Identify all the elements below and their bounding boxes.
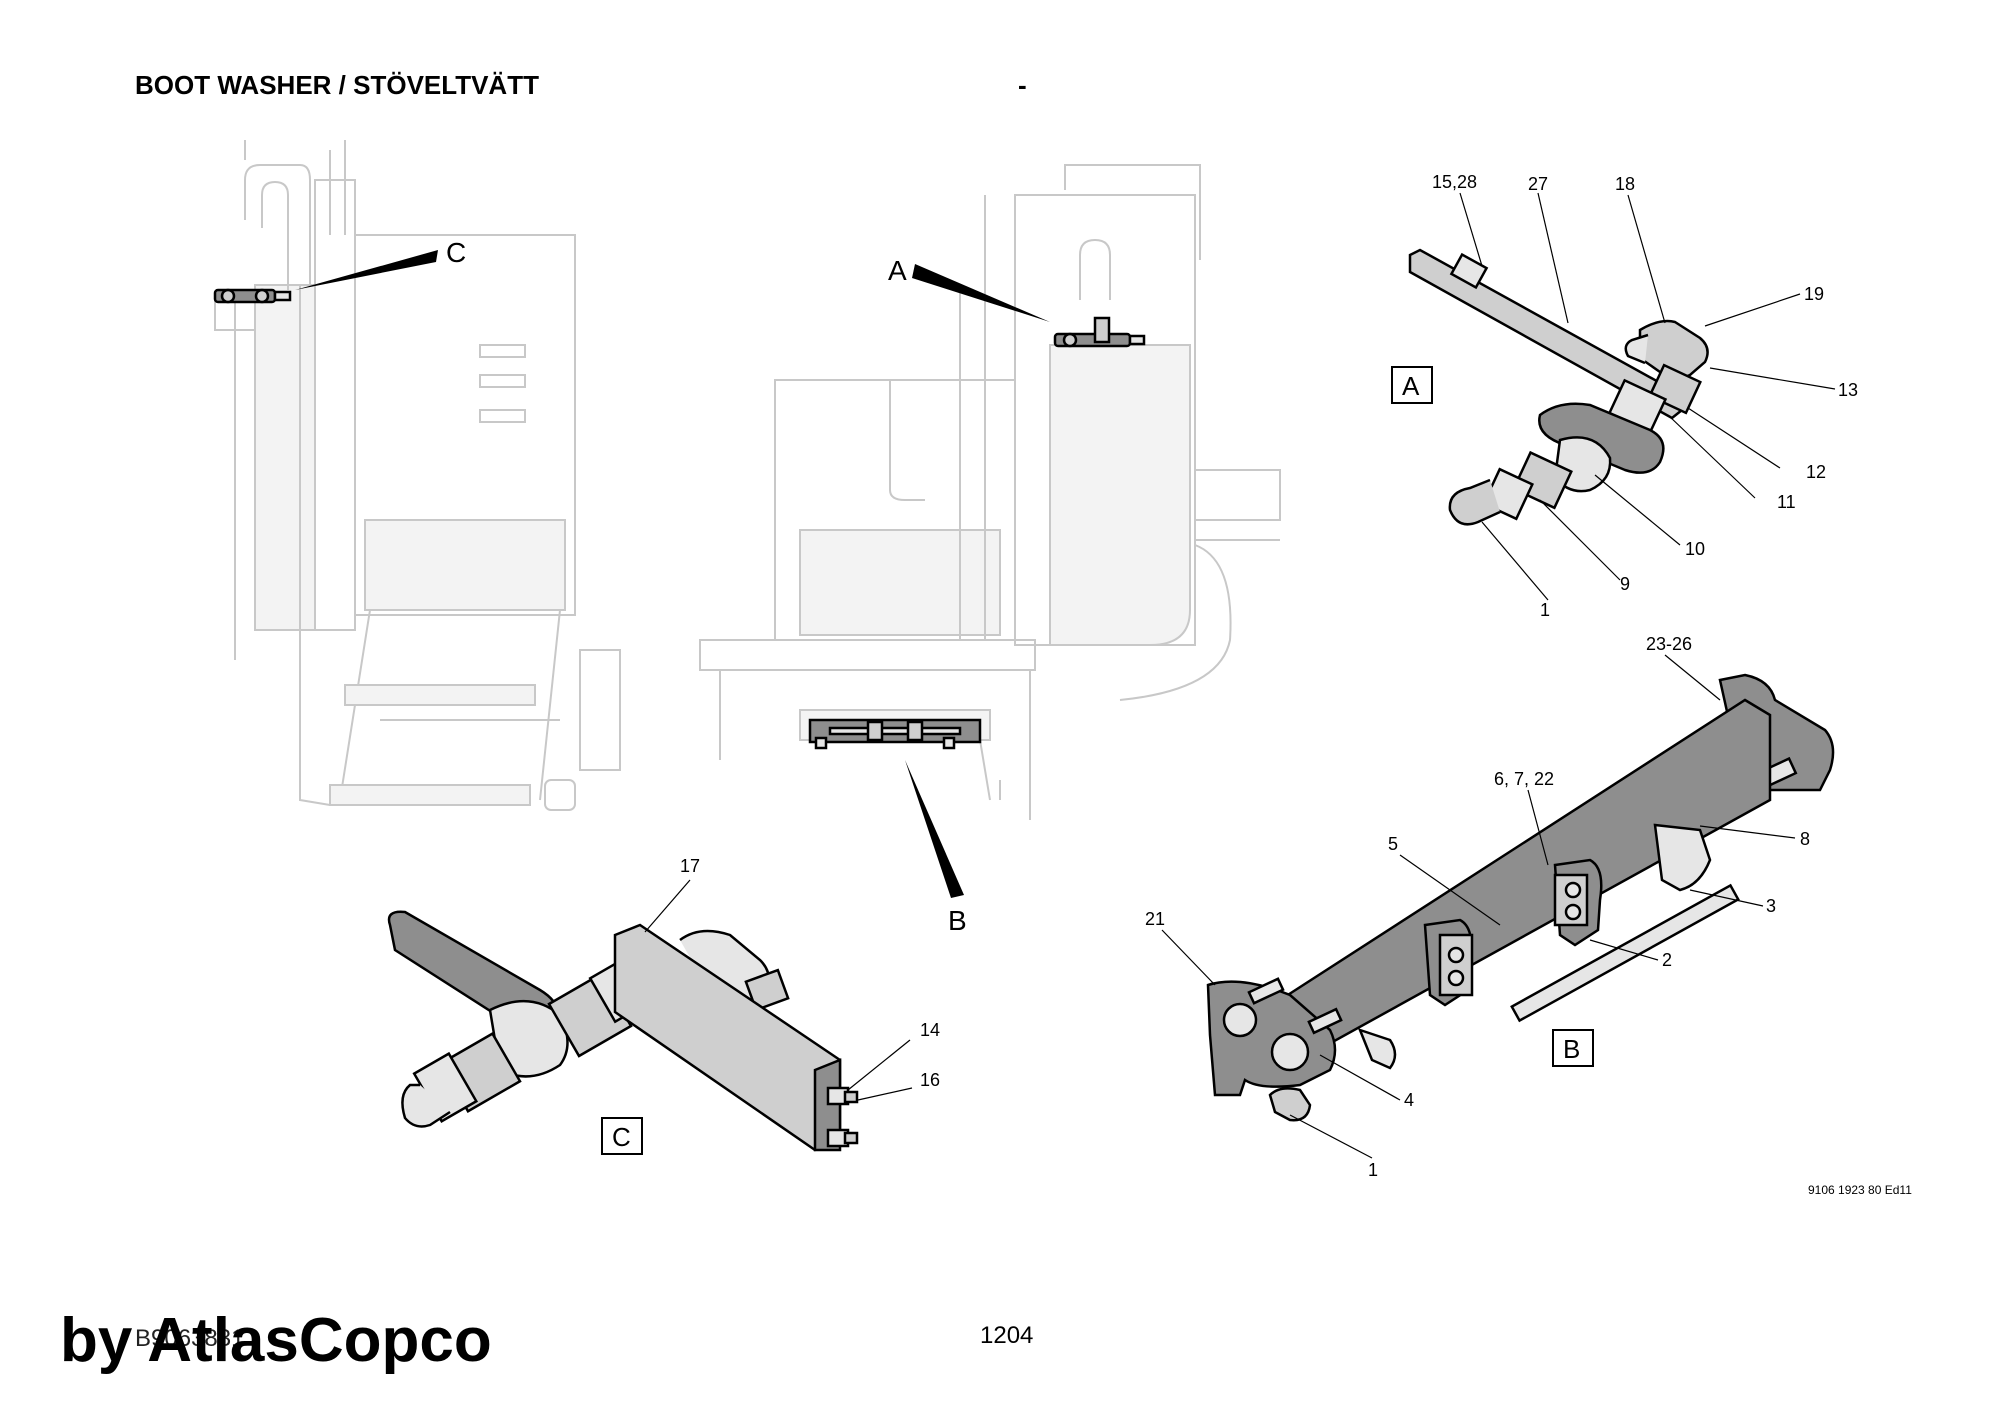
callout-a-27: 27 (1528, 174, 1548, 194)
pointer-a-label: A (888, 255, 907, 286)
detail-c-assembly (387, 910, 859, 1152)
callout-b-2: 2 (1662, 950, 1672, 970)
callout-b-8: 8 (1800, 829, 1810, 849)
machine-left-ghost (214, 140, 621, 811)
pointer-b-label: B (948, 905, 967, 936)
callout-b-21: 21 (1145, 909, 1165, 929)
callout-b-5: 5 (1388, 834, 1398, 854)
pointer-c-wedge (295, 250, 438, 290)
detail-a-assembly (1408, 248, 1709, 526)
detail-a-label: A (1402, 371, 1420, 401)
callout-a-18: 18 (1615, 174, 1635, 194)
callout-c-17: 17 (680, 856, 700, 876)
boot-washer-valve-c-location (213, 288, 292, 304)
detail-b-leaders (1161, 654, 1796, 1159)
callout-c-16: 16 (920, 1070, 940, 1090)
detail-c-label: C (612, 1122, 631, 1152)
boot-washer-valve-a-location (1053, 316, 1146, 348)
callout-a-10: 10 (1685, 539, 1705, 559)
callout-a-1: 1 (1540, 600, 1550, 620)
machine-center-ghost (699, 164, 1281, 820)
callout-a-9: 9 (1620, 574, 1630, 594)
callout-a-19: 19 (1804, 284, 1824, 304)
page-title: BOOT WASHER / STÖVELTVÄTT (135, 70, 539, 100)
callout-a-11: 11 (1777, 492, 1796, 512)
document-code: B9063831 (135, 1325, 245, 1352)
pointer-c-label: C (446, 237, 466, 268)
page-number: 1204 (980, 1322, 1034, 1349)
callout-b-23-26: 23-26 (1646, 634, 1692, 654)
callout-c-14: 14 (920, 1020, 940, 1040)
callout-a-13: 13 (1838, 380, 1858, 400)
watermark-text: by AtlasCopco (60, 1306, 492, 1375)
callout-a-15-28: 15,28 (1432, 172, 1477, 192)
edition-code: 9106 1923 80 Ed11 (1808, 1183, 1912, 1197)
boot-washer-rail-b-location (808, 718, 982, 750)
detail-b-label-box (1552, 1029, 1594, 1067)
detail-a-leaders (1459, 192, 1836, 601)
detail-c-label-box (601, 1117, 643, 1155)
pointer-a-wedge (912, 264, 1050, 322)
callout-b-1: 1 (1368, 1160, 1378, 1180)
callout-b-6-7-22: 6, 7, 22 (1494, 769, 1554, 789)
detail-b-assembly (1206, 673, 1835, 1122)
detail-a-label-box (1391, 366, 1433, 404)
detail-b-label: B (1563, 1034, 1580, 1064)
callout-b-4: 4 (1404, 1090, 1414, 1110)
callout-b-3: 3 (1766, 896, 1776, 916)
pointer-b-wedge (905, 760, 964, 898)
callout-a-12: 12 (1806, 462, 1826, 482)
detail-c-leaders (644, 879, 913, 1101)
header-dash: - (1018, 70, 1027, 100)
